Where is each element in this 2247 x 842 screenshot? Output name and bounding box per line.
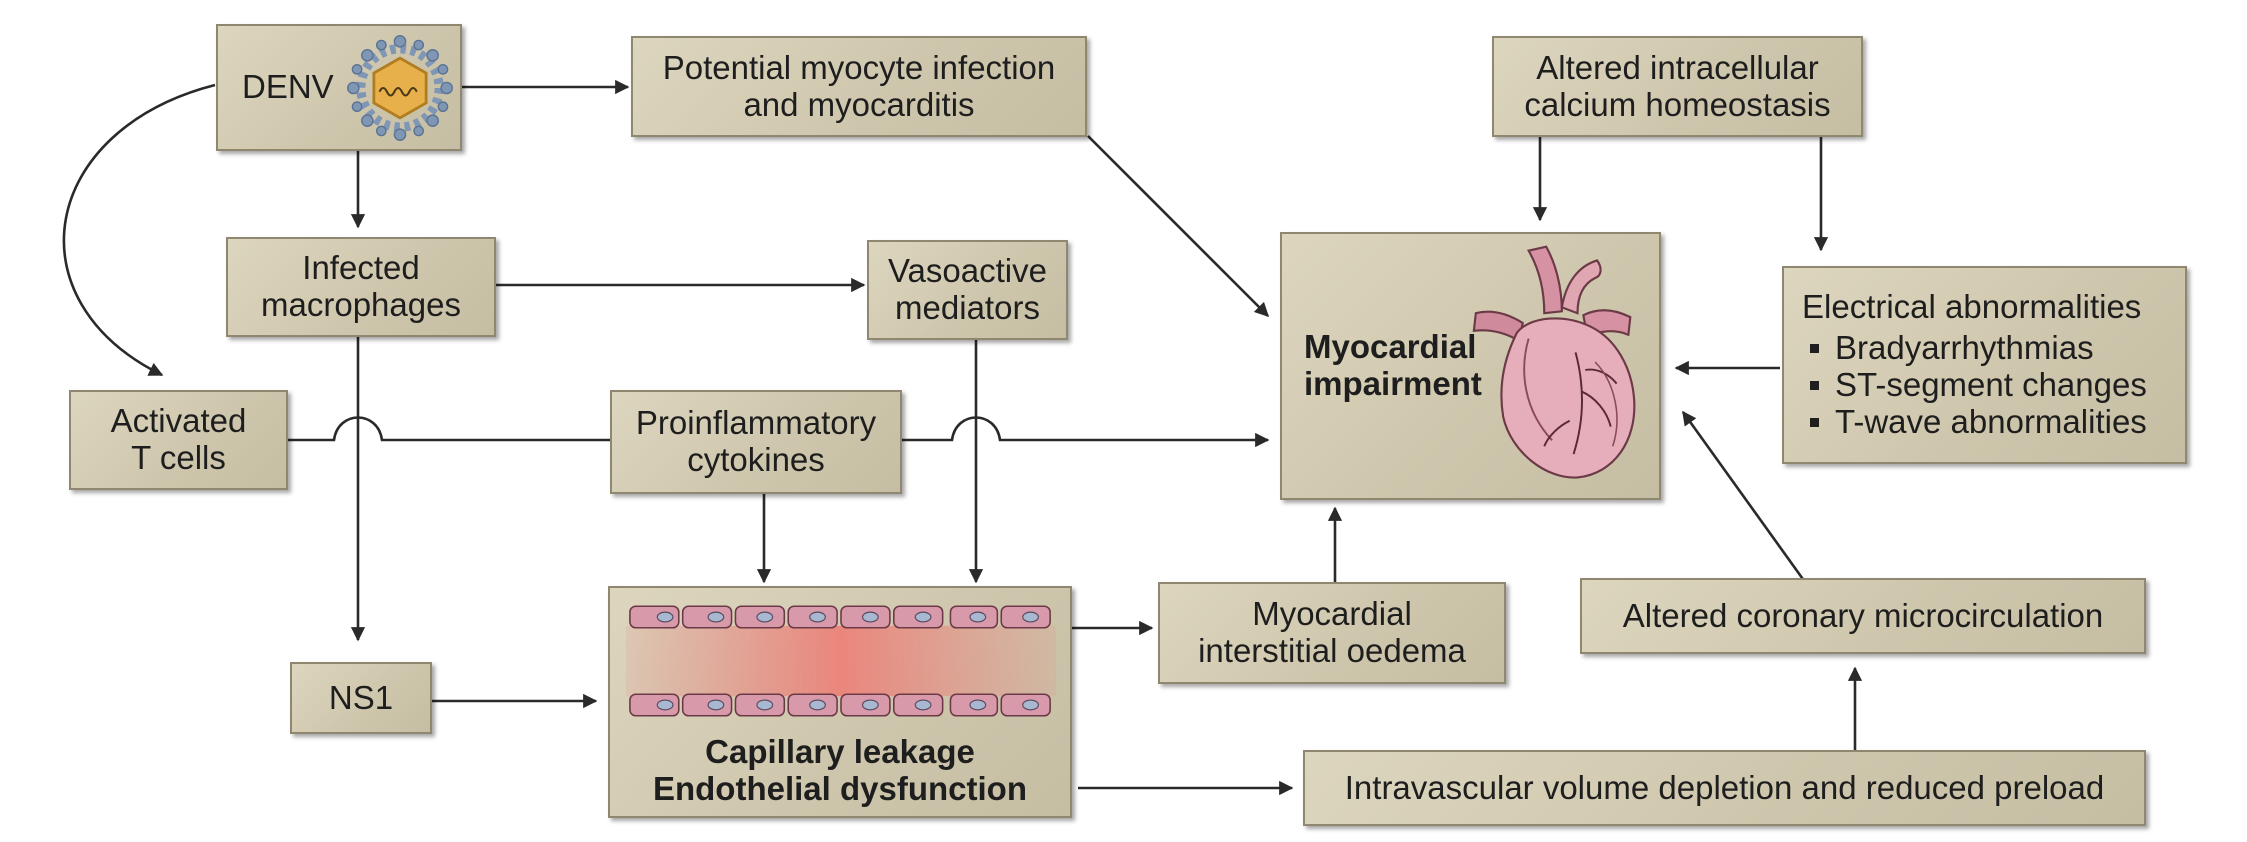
capillary-line-2: Endothelial dysfunction (652, 769, 1027, 807)
myocyte-line-2: and myocarditis (743, 85, 975, 123)
tcells-line-2: T cells (131, 439, 226, 476)
oedema-line-2: interstitial oedema (1198, 632, 1466, 669)
vasoactive-line-1: Vasoactive (888, 252, 1047, 290)
capillary-leakage-box: Capillary leakage Endothelial dysfunctio… (608, 586, 1072, 818)
electrical-item: ST-segment changes (1802, 366, 2147, 404)
capillary-line-1: Capillary leakage (705, 733, 975, 770)
infected-macrophages-box: Infected macrophages (226, 237, 496, 337)
myocardial-impairment-box: Myocardial impairment (1280, 232, 1661, 500)
electrical-item: T-wave abnormalities (1802, 402, 2147, 441)
heart-illustration (1472, 245, 1636, 479)
vasoactive-mediators-box: Vasoactive mediators (867, 240, 1068, 340)
line-tcells-to-cytokines (288, 416, 610, 442)
interstitial-oedema-box: Myocardial interstitial oedema (1158, 582, 1506, 684)
activated-tcells-box: Activated T cells (69, 390, 288, 490)
electrical-item: Bradyarrhythmias (1802, 329, 2094, 367)
tcells-line-1: Activated (110, 402, 247, 440)
calcium-line-1: Altered intracellular (1536, 48, 1819, 86)
impairment-line-2: impairment (1304, 365, 1482, 402)
impairment-line-1: Myocardial (1304, 328, 1477, 366)
bullet-square (1810, 380, 1819, 390)
volume-label: Intravascular volume depletion and reduc… (1344, 768, 2105, 806)
arrow-cytokines-to-impairment (902, 416, 1270, 448)
ns1-label: NS1 (328, 678, 394, 716)
electrical-item-label: Bradyarrhythmias (1835, 329, 2094, 367)
oedema-line-1: Myocardial (1252, 595, 1412, 633)
cytokines-line-2: cytokines (687, 441, 825, 478)
myocyte-infection-box: Potential myocyte infection and myocardi… (631, 36, 1087, 137)
capillary-label: Capillary leakage Endothelial dysfunctio… (610, 733, 1070, 808)
arrow-coronary-to-impairment (1681, 410, 1807, 583)
proinflammatory-cytokines-box: Proinflammatory cytokines (610, 390, 902, 494)
virus-icon (346, 34, 453, 141)
bullet-square (1810, 417, 1819, 427)
macrophages-line-1: Infected (302, 249, 420, 287)
bullet-square (1810, 344, 1819, 354)
vasoactive-line-2: mediators (895, 289, 1040, 326)
myocyte-line-1: Potential myocyte infection (662, 48, 1056, 86)
coronary-microcirculation-box: Altered coronary microcirculation (1580, 578, 2146, 654)
calcium-line-2: calcium homeostasis (1524, 85, 1831, 123)
volume-depletion-box: Intravascular volume depletion and reduc… (1303, 750, 2146, 826)
ns1-box: NS1 (290, 662, 432, 734)
denv-box: DENV (216, 24, 462, 151)
electrical-item-label: T-wave abnormalities (1835, 402, 2147, 440)
coronary-label: Altered coronary microcirculation (1622, 596, 2104, 634)
calcium-homeostasis-box: Altered intracellular calcium homeostasi… (1492, 36, 1863, 137)
denv-label: DENV (242, 68, 334, 106)
cytokines-line-1: Proinflammatory (635, 404, 877, 442)
electrical-item-label: ST-segment changes (1835, 366, 2147, 403)
arrow-myocyte-to-impairment (1087, 135, 1270, 318)
macrophages-line-2: macrophages (261, 286, 461, 323)
capillary-vessel-illustration (626, 605, 1056, 717)
electrical-title: Electrical abnormalities (1802, 288, 2142, 326)
arrow-denv-to-tcells (62, 83, 216, 377)
electrical-abnormalities-box: Electrical abnormalities Bradyarrhythmia… (1782, 266, 2187, 464)
